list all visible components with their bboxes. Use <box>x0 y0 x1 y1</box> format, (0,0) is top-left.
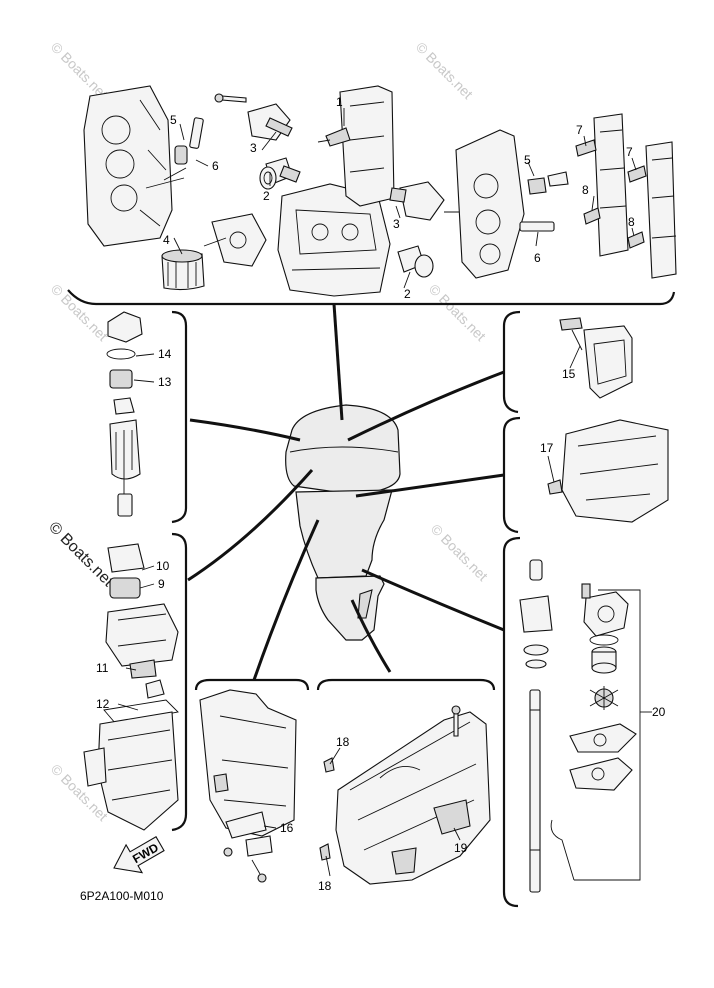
callout-6: 6 <box>212 159 219 173</box>
anode <box>433 799 471 835</box>
exhaust-cover-center <box>339 85 395 207</box>
bottom-center-bracket <box>316 678 496 691</box>
float-chamber <box>83 711 179 831</box>
right-mid-bracket <box>502 416 521 534</box>
water-pump-seal <box>589 634 619 646</box>
motor-skeg <box>357 589 373 619</box>
bottom-left-bracket <box>194 678 310 691</box>
callout-11: 11 <box>96 661 109 675</box>
cylinder-head-left <box>83 85 173 247</box>
watermark: © Boats.net <box>426 281 489 344</box>
cylinder-block <box>277 183 391 297</box>
right-lower-bracket <box>502 536 521 908</box>
watermark-dark: © Boats.net <box>45 519 117 591</box>
drain-screw <box>319 757 335 861</box>
bolt <box>214 93 247 103</box>
water-pump-gasket <box>569 757 633 791</box>
callout-16: 16 <box>280 821 294 835</box>
exhaust-cover-right-2 <box>645 141 677 279</box>
bolt-lower <box>451 705 461 737</box>
gasket <box>103 699 179 725</box>
plate <box>223 835 273 883</box>
callout-3: 3 <box>250 141 257 155</box>
lower-unit <box>335 711 491 885</box>
callout-15: 15 <box>562 367 576 381</box>
watermark: © Boats.net <box>48 281 111 344</box>
callout-18: 18 <box>336 735 350 749</box>
callout-10: 10 <box>156 559 170 573</box>
callout-8: 8 <box>582 183 589 197</box>
upper-casing <box>199 689 297 839</box>
left-lower-bracket <box>171 532 188 832</box>
impeller <box>589 686 619 710</box>
left-upper-bracket <box>171 310 188 524</box>
callout-12: 12 <box>96 697 110 711</box>
callout-18: 18 <box>318 879 332 893</box>
thermostat-right <box>397 245 434 278</box>
spark-plug-right <box>519 171 569 232</box>
watermark: © Boats.net <box>48 39 111 102</box>
callout-17: 17 <box>540 441 554 455</box>
oil-pan <box>547 419 669 523</box>
gasket-ring <box>259 166 277 190</box>
top-group-bracket <box>67 289 676 306</box>
spark-plug-left <box>145 117 204 189</box>
callout-7: 7 <box>626 145 633 159</box>
callout-13: 13 <box>158 375 172 389</box>
thermostat-cover <box>247 103 293 141</box>
callout-labels: 1 2 2 3 3 4 5 5 6 6 7 7 8 8 9 10 11 12 1… <box>96 95 666 893</box>
vapor-separator-assembly <box>105 543 179 699</box>
fuel-filter-assembly <box>106 311 143 517</box>
fwd-arrow: FWD <box>113 836 165 874</box>
water-pump-housing <box>581 583 629 637</box>
callout-9: 9 <box>158 577 165 591</box>
outboard-motor <box>285 404 401 641</box>
motor-upper-casing <box>295 489 393 579</box>
callout-20-bracket <box>550 589 652 881</box>
callout-7: 7 <box>576 123 583 137</box>
callout-4: 4 <box>163 233 170 247</box>
leader-lines <box>187 303 505 681</box>
diagram-code: 6P2A100-M010 <box>80 889 164 903</box>
cover-plate <box>559 317 633 399</box>
callout-20: 20 <box>652 705 666 719</box>
callout-6: 6 <box>534 251 541 265</box>
watermark: © Boats.net <box>413 39 476 102</box>
callout-leaders <box>117 108 637 877</box>
drive-shaft <box>519 559 553 893</box>
oil-filter <box>161 249 205 291</box>
callout-14: 14 <box>158 347 172 361</box>
callout-19: 19 <box>454 841 468 855</box>
outer-plate-cartridge <box>569 723 637 753</box>
impeller-insert <box>591 646 617 674</box>
sensor <box>317 127 351 147</box>
callout-1: 1 <box>336 95 343 109</box>
motor-lower-unit <box>315 575 385 641</box>
thermostat-cover-right <box>389 181 464 221</box>
cylinder-head-right <box>455 129 525 279</box>
sensor-right <box>575 139 647 249</box>
oil-filter-bracket <box>203 213 267 267</box>
callout-5: 5 <box>170 113 177 127</box>
watermark: © Boats.net <box>428 521 491 584</box>
callout-2: 2 <box>404 287 411 301</box>
callout-3: 3 <box>393 217 400 231</box>
callout-8: 8 <box>628 215 635 229</box>
callout-2: 2 <box>263 189 270 203</box>
exhaust-cover-right-1 <box>593 113 629 257</box>
right-upper-bracket <box>502 310 521 414</box>
callout-5: 5 <box>524 153 531 167</box>
